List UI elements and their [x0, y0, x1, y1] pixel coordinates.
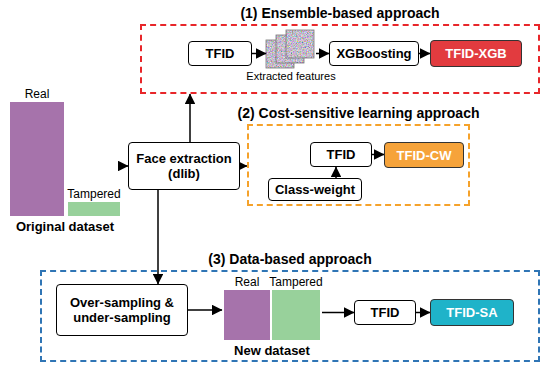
feature-map: [286, 30, 314, 58]
flow-arrow: [322, 312, 354, 314]
region-title: (3) Data-based approach: [208, 251, 371, 267]
box-label: TFID-SA: [446, 305, 497, 320]
bar-label: Real: [235, 275, 260, 289]
feature-outline: [286, 30, 314, 58]
bar-label: Real: [25, 87, 50, 101]
flow-arrow: [419, 53, 430, 55]
box-label: TFID-XGB: [445, 46, 506, 61]
flow-arrow: [157, 190, 159, 284]
feature-maps: Extracted features: [266, 30, 316, 68]
region-title: (2) Cost-sensitive learning approach: [238, 105, 480, 121]
dataset-label: New dataset: [234, 343, 310, 358]
flow-arrow: [372, 154, 384, 156]
box-label: TFID: [206, 46, 235, 61]
process-box: TFID: [310, 142, 372, 167]
box-label: Over-sampling & under-sampling: [61, 295, 183, 325]
data-bar: Real: [10, 102, 64, 216]
dataset-label: Original dataset: [16, 219, 114, 234]
flow-arrow: [416, 312, 430, 314]
result-box: TFID-SA: [430, 299, 514, 326]
approach-region: (3) Data-based approachOver-sampling & u…: [40, 270, 540, 362]
flow-arrow: [188, 309, 222, 311]
approach-region: (2) Cost-sensitive learning approachTFID…: [247, 124, 470, 206]
approach-region: (1) Ensemble-based approachTFIDExtracted…: [140, 24, 540, 94]
box-label: TFID: [371, 305, 400, 320]
process-box: TFID: [188, 41, 252, 66]
result-box: TFID-XGB: [430, 40, 522, 67]
bar-label: Tampered: [67, 187, 120, 201]
flow-arrow: [252, 53, 266, 55]
box-label: Face extraction (dlib): [133, 151, 235, 181]
process-box: XGBoosting: [329, 41, 419, 66]
process-box: Face extraction (dlib): [128, 142, 240, 190]
process-box: Over-sampling & under-sampling: [56, 284, 188, 336]
box-label: TFID: [327, 147, 356, 162]
flow-arrow: [240, 165, 247, 167]
dataset-group: Original datasetRealTampered: [8, 82, 122, 234]
feature-caption: Extracted features: [246, 70, 335, 82]
process-box: TFID: [354, 300, 416, 325]
bar-label: Tampered: [269, 275, 322, 289]
data-bar: Real: [224, 290, 270, 340]
result-box: TFID-CW: [384, 142, 464, 168]
flow-arrow: [335, 167, 337, 178]
flow-arrow: [316, 53, 329, 55]
dataset-group: New datasetRealTampered: [222, 272, 322, 358]
flow-arrow: [189, 94, 191, 142]
box-label: XGBoosting: [336, 46, 411, 61]
data-bar: Tampered: [68, 202, 120, 216]
box-label: Class-weight: [275, 182, 355, 197]
box-label: TFID-CW: [397, 148, 452, 163]
data-bar: Tampered: [272, 290, 320, 340]
region-title: (1) Ensemble-based approach: [240, 5, 439, 21]
process-box: Class-weight: [268, 178, 362, 201]
